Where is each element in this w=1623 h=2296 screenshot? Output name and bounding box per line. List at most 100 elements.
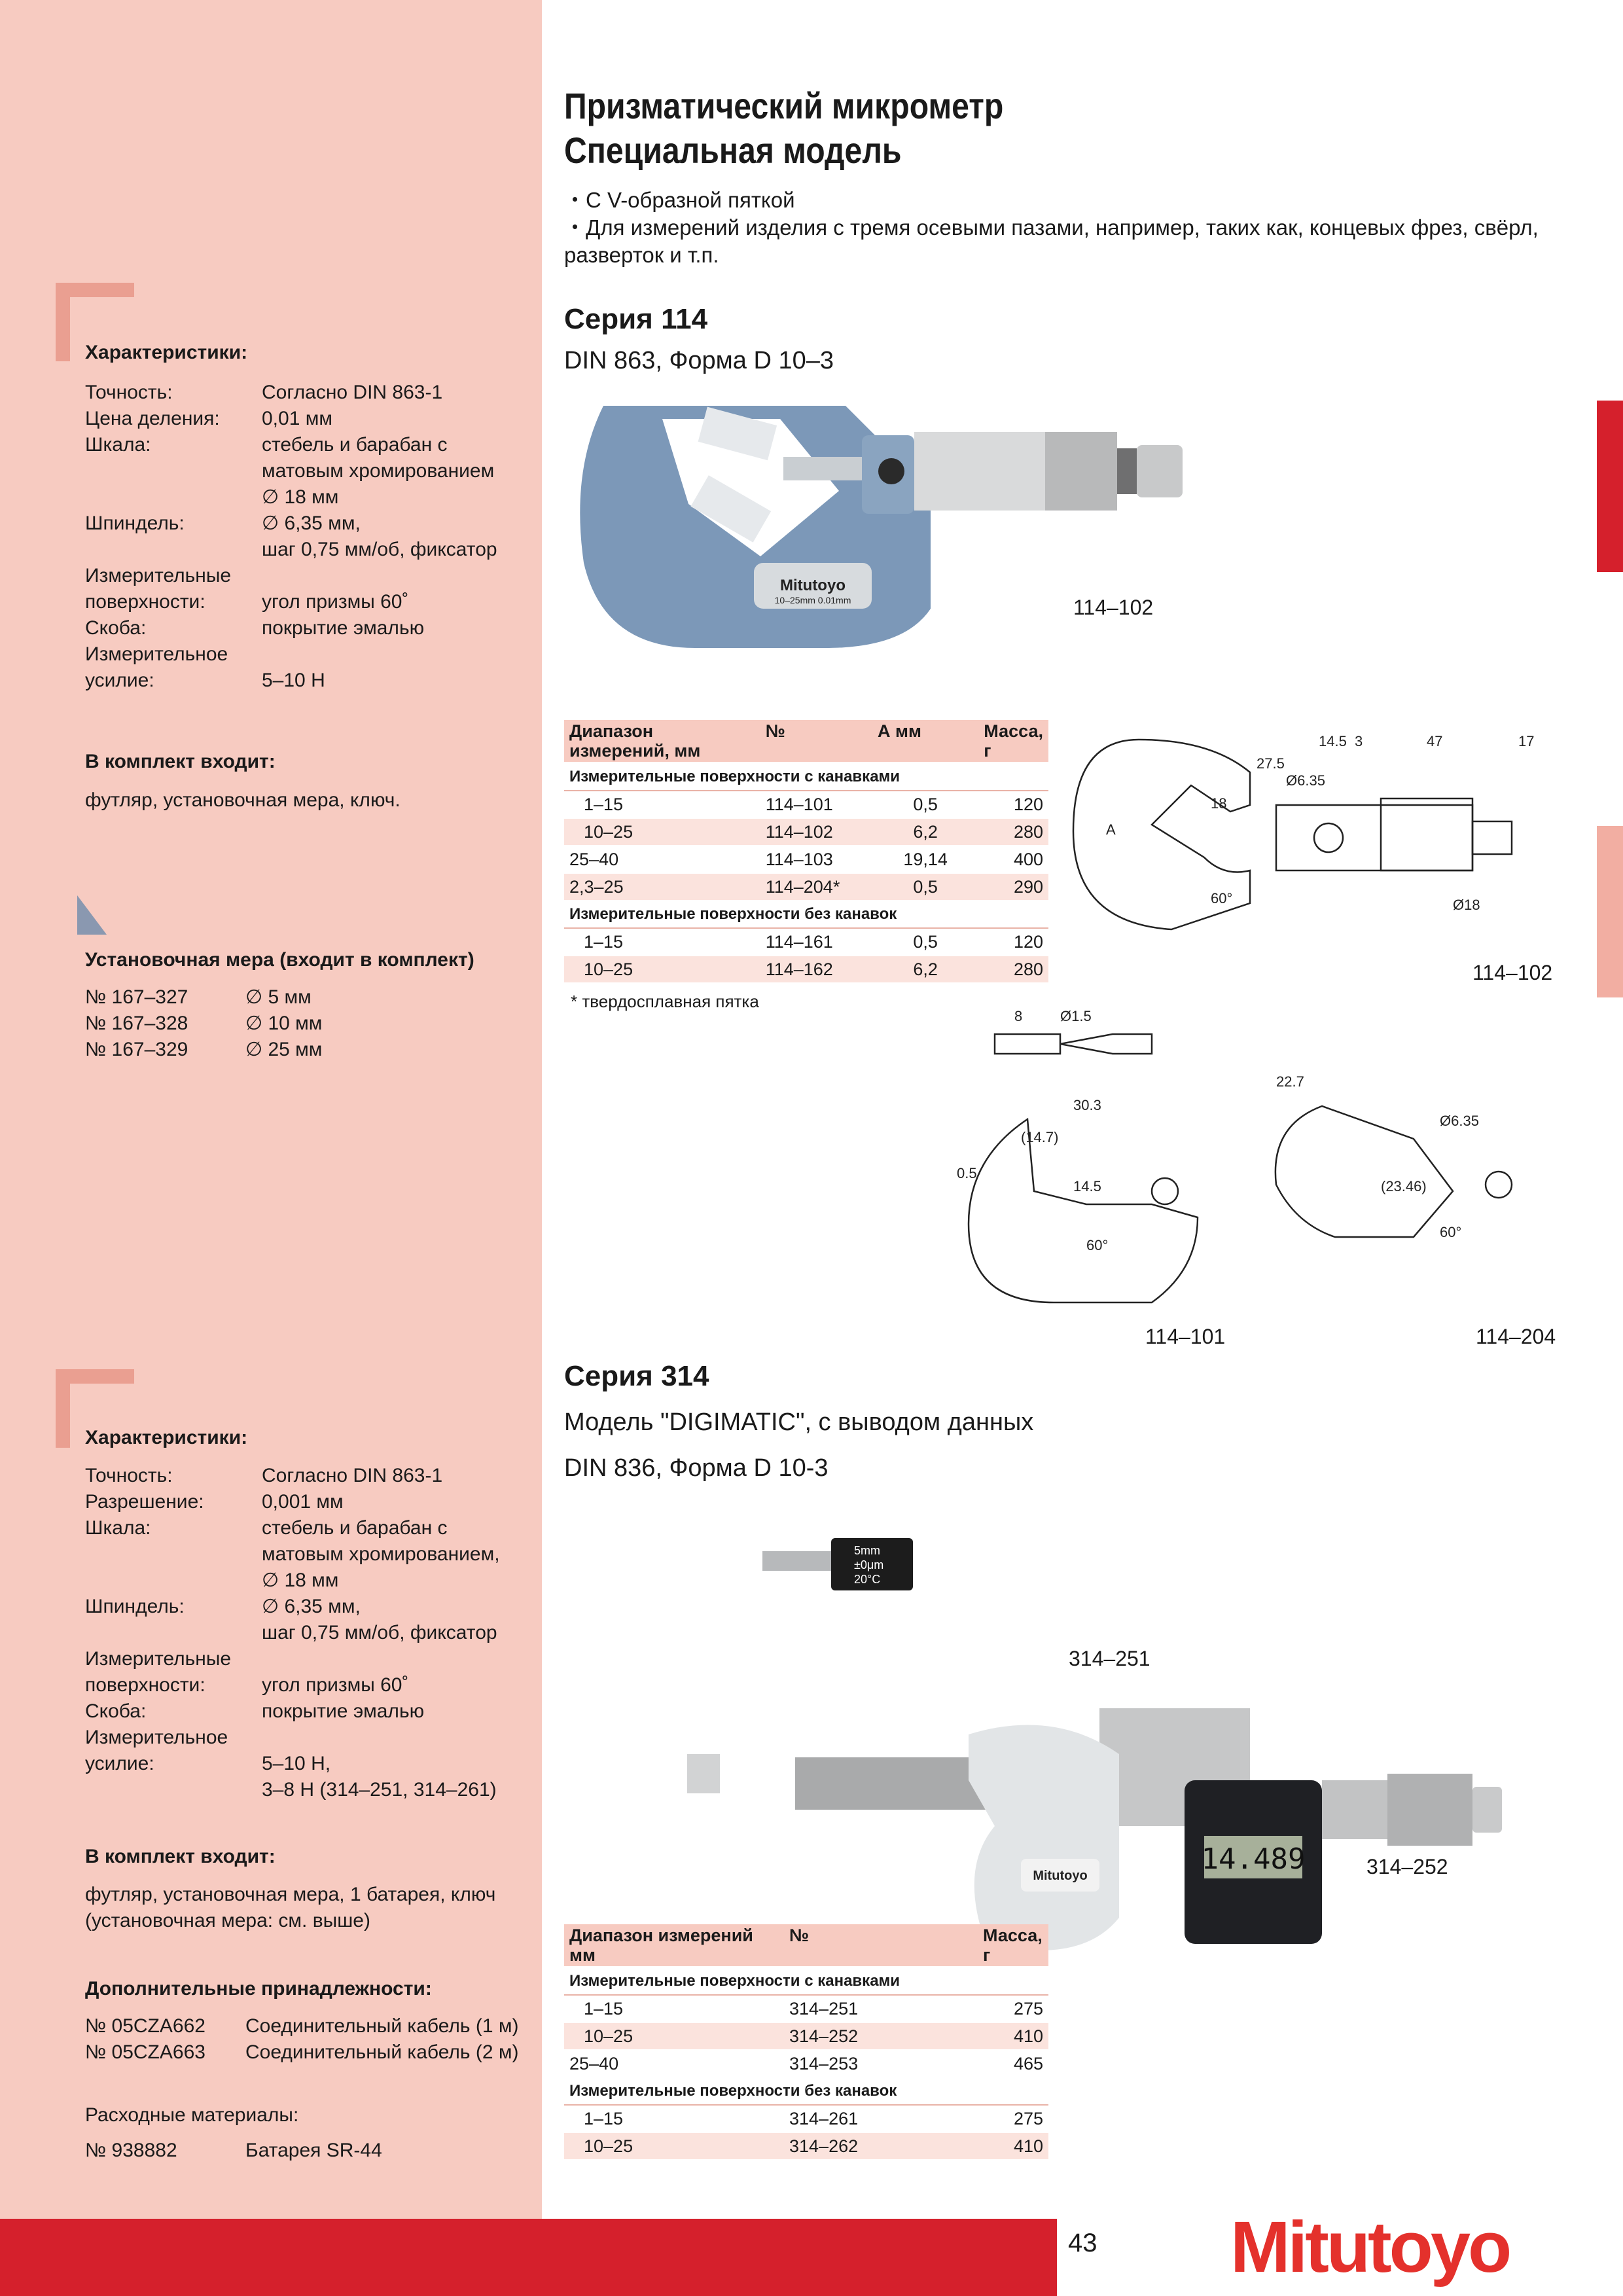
spec-row: Шпиндель:∅ 6,35 мм, шаг 0,75 мм/об, фикс… — [85, 511, 530, 563]
table-cell: 25–40 — [564, 2050, 784, 2078]
technical-drawing-114-102: 14.5 3 47 17 27.5 18 Ø6.35 A 60° Ø18 — [1072, 733, 1534, 931]
svg-text:27.5: 27.5 — [1257, 755, 1285, 772]
table-section: Измерительные поверхности с канавками — [564, 1967, 1048, 1996]
svg-text:60°: 60° — [1211, 890, 1232, 906]
item-desc: Батарея SR-44 — [245, 2140, 382, 2161]
spec-row: Шкала:стебель и барабан с матовым хромир… — [85, 432, 530, 511]
item-code: № 938882 — [85, 2140, 177, 2161]
spec-key: Измерительное усилие: — [85, 643, 228, 691]
spec-row: Измерительные поверхности: угол призмы 6… — [85, 1646, 530, 1698]
technical-drawing-details: 8 Ø1.5 30.3 (14.7) 0.5 14.5 60° 22.7 Ø6.… — [957, 1008, 1513, 1304]
spec-row: Точность:Согласно DIN 863-1 — [85, 380, 530, 406]
list-item: № 167–327∅ 5 мм — [85, 984, 322, 1011]
spec-key: Измерительные поверхности: — [85, 565, 232, 613]
svg-text:18: 18 — [1211, 795, 1226, 812]
svg-text:60°: 60° — [1086, 1237, 1108, 1253]
svg-text:60°: 60° — [1440, 1224, 1461, 1240]
section-tab-red — [1597, 401, 1623, 572]
table-cell: 6,2 — [872, 956, 979, 984]
spec-value: стебель и барабан с матовым хромирование… — [262, 1517, 500, 1591]
consumables-heading: Расходные материалы: — [85, 2104, 299, 2126]
table-cell: 19,14 — [872, 846, 979, 874]
table-cell: 2,3–25 — [564, 873, 760, 901]
svg-text:Ø6.35: Ø6.35 — [1286, 772, 1325, 789]
table-cell: 120 — [978, 928, 1048, 956]
photo-caption: 314–251 — [1069, 1647, 1150, 1670]
spec-key: Скоба: — [85, 1700, 147, 1722]
spec-value: ∅ 6,35 мм, шаг 0,75 мм/об, фиксатор — [262, 1596, 497, 1643]
sidebar-background — [0, 0, 542, 2219]
table-cell: 6,2 — [872, 818, 979, 846]
spec-key: Шкала: — [85, 1517, 151, 1539]
spec-key: Шкала: — [85, 434, 151, 456]
brand-logo: Mitutoyo — [1230, 2207, 1512, 2287]
spec-row: Шкала: стебель и барабан с матовым хромир… — [85, 1515, 530, 1594]
item-code: № 167–328 — [85, 1013, 188, 1034]
spec-key: Измерительное усилие: — [85, 1727, 228, 1774]
table-cell: 314–252 — [784, 2022, 978, 2051]
accessories-heading: Дополнительные принадлежности: — [85, 1978, 432, 2000]
svg-text:17: 17 — [1518, 733, 1534, 749]
table-cell: 0,5 — [872, 928, 979, 956]
sidebar-heading: Характеристики: — [85, 342, 248, 363]
table-cell: 1–15 — [564, 791, 760, 819]
svg-text:14.5: 14.5 — [1319, 733, 1347, 749]
svg-text:14.489: 14.489 — [1202, 1842, 1306, 1876]
table-cell: 465 — [978, 2050, 1048, 2078]
list-item: № 938882 Батарея SR-44 — [85, 2138, 382, 2164]
table-note: * твердосплавная пятка — [571, 992, 759, 1011]
series-subtitle: Модель "DIGIMATIC", с выводом данных — [564, 1408, 1034, 1436]
kit-text: футляр, установочная мера, ключ. — [85, 789, 401, 811]
item-desc: ∅ 25 мм — [245, 1039, 323, 1060]
svg-text:30.3: 30.3 — [1073, 1097, 1101, 1113]
triangle-icon — [77, 895, 107, 935]
photo-caption: 314–252 — [1366, 1855, 1448, 1878]
kit-heading: В комплект входит: — [85, 751, 276, 772]
kit-text: футляр, установочная мера, 1 батарея, кл… — [85, 1884, 496, 1931]
svg-text:14.5: 14.5 — [1073, 1178, 1101, 1194]
item-desc: ∅ 10 мм — [245, 1013, 323, 1034]
item-desc: ∅ 5 мм — [245, 986, 312, 1008]
page-number: 43 — [1068, 2229, 1097, 2257]
spec-key: Шпиндель: — [85, 512, 185, 534]
spec-key: Цена деления: — [85, 408, 220, 429]
table-cell: 290 — [978, 873, 1048, 901]
spec-row: Точность:Согласно DIN 863-1 — [85, 1463, 530, 1489]
table-cell: 400 — [978, 846, 1048, 874]
spec-value: 0,001 мм — [262, 1491, 344, 1513]
spec-row: Шпиндель: ∅ 6,35 мм, шаг 0,75 мм/об, фикс… — [85, 1594, 530, 1646]
table-cell: 1–15 — [564, 1995, 784, 2023]
svg-text:5mm: 5mm — [854, 1544, 880, 1557]
table-cell: 120 — [978, 791, 1048, 819]
corner-mark — [56, 1369, 134, 1448]
table-section: Измерительные поверхности с канавками — [564, 762, 1048, 791]
micrometer-photo: Mitutoyo 10–25mm 0.01mm — [580, 406, 1183, 648]
table-cell: 114–162 — [760, 956, 873, 984]
bottom-bar — [0, 2219, 1057, 2296]
table-cell: 10–25 — [564, 818, 760, 846]
spec-row: Разрешение:0,001 мм — [85, 1489, 530, 1515]
table-cell: 280 — [978, 818, 1048, 846]
table-cell: 10–25 — [564, 956, 760, 984]
spec-row: Цена деления:0,01 мм — [85, 406, 530, 432]
table-cell: 1–15 — [564, 2105, 784, 2133]
table-cell: 114–102 — [760, 818, 873, 846]
series-heading: Серия 314 — [564, 1360, 709, 1392]
table-cell: 314–262 — [784, 2132, 978, 2161]
spec-value: покрытие эмалью — [262, 1700, 425, 1722]
spec-table-314: Диапазон измерений мм № Масса, г Измерит… — [564, 1924, 1048, 2161]
spec-row: Измерительное усилие: 5–10 Н — [85, 641, 530, 694]
spec-value: угол призмы 60˚ — [262, 1674, 409, 1696]
table-cell: 114–204* — [760, 873, 873, 901]
spec-key: Шпиндель: — [85, 1596, 185, 1617]
